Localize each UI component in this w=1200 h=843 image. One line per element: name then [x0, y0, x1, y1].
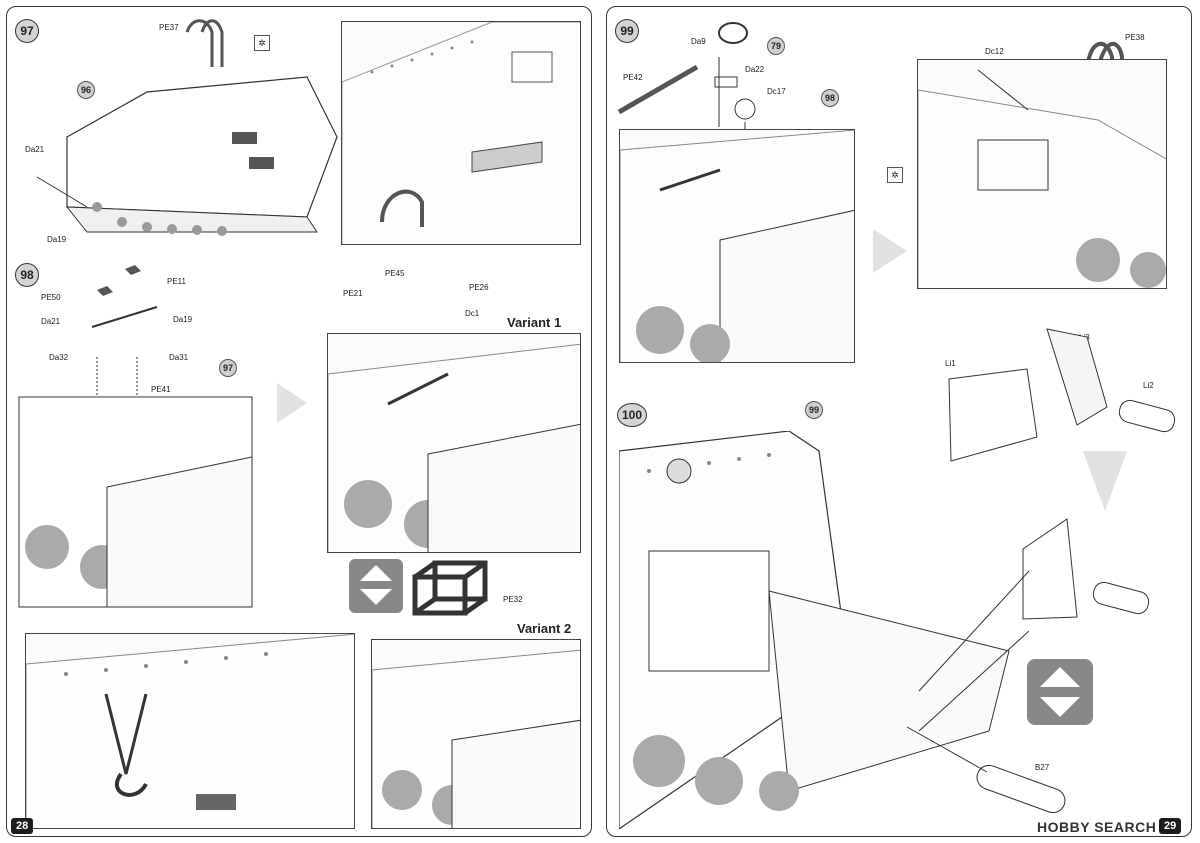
label-pe11: PE11 [167, 277, 186, 286]
step-97-badge: 97 [15, 19, 39, 43]
ref-97: 97 [219, 359, 237, 377]
ref-96: 96 [77, 81, 95, 99]
label-pe42: PE42 [623, 73, 643, 82]
label-pe38: PE38 [1125, 33, 1145, 42]
step-99-detail-panel [917, 59, 1167, 289]
label-pe32: PE32 [503, 595, 523, 604]
step-98-detail-panel [25, 633, 355, 829]
label-li2: Li2 [1143, 381, 1154, 390]
step-97-hull-drawing [36, 19, 338, 236]
variant-swap-icon [1027, 659, 1093, 725]
arrow-right-icon [873, 229, 907, 273]
arrow-right-icon [277, 383, 307, 423]
label-da19-a: Da19 [47, 235, 67, 244]
ref-98: 98 [821, 89, 839, 107]
variant-1-label: Variant 1 [507, 315, 562, 330]
label-pe41: PE41 [151, 385, 171, 394]
variant-2-panel [371, 639, 581, 829]
step-100-badge: 100 [617, 403, 647, 427]
right-page: 99 79 98 Da9 PE42 Da22 Dc17 Dc12 PE38 ✲ … [606, 6, 1192, 837]
label-da21-a: Da21 [25, 145, 45, 154]
variant-2-label: Variant 2 [517, 621, 572, 636]
step-99-hull-panel [619, 129, 855, 363]
variant-swap-icon [349, 559, 403, 613]
label-pe37: PE37 [159, 23, 179, 32]
label-pe26: PE26 [469, 283, 489, 292]
arrow-down-icon [1083, 451, 1127, 511]
label-da9: Da9 [691, 37, 706, 46]
label-da21-b: Da21 [41, 317, 61, 326]
label-pe50: PE50 [41, 293, 61, 302]
label-da19-b: Da19 [173, 315, 193, 324]
label-b27: B27 [1035, 763, 1050, 772]
left-page: 97 96 PE37 Da21 Da19 ✲ 98 97 PE11 PE50 D… [6, 6, 592, 837]
page-number-right: 29 [1159, 818, 1182, 834]
page-number-left: 28 [11, 818, 34, 834]
label-li1: Li1 [945, 359, 956, 368]
ref-79: 79 [767, 37, 785, 55]
label-dc12: Dc12 [985, 47, 1004, 56]
label-da31: Da31 [169, 353, 189, 362]
label-da32: Da32 [49, 353, 69, 362]
step-97-detail-panel [341, 21, 581, 245]
step-100-hull-drawing [619, 431, 1029, 829]
step-98-hull-drawing [18, 265, 253, 608]
label-dc17: Dc17 [767, 87, 786, 96]
hobby-search-watermark: HOBBY SEARCH [1037, 819, 1157, 835]
ref-99: 99 [805, 401, 823, 419]
pe32-frame-drawing [412, 560, 488, 616]
variant-1-panel [327, 333, 581, 553]
photo-etch-icon: ✲ [254, 35, 270, 51]
label-da22: Da22 [745, 65, 765, 74]
star-cut-icon: ✲ [887, 167, 903, 183]
b27-part-drawing [906, 726, 1066, 814]
label-pe21: PE21 [343, 289, 363, 298]
step-99-badge: 99 [615, 19, 639, 43]
step-98-badge: 98 [15, 263, 39, 287]
label-pe45: PE45 [385, 269, 405, 278]
label-dc1: Dc1 [465, 309, 480, 318]
li-parts-drawing [948, 328, 1176, 620]
